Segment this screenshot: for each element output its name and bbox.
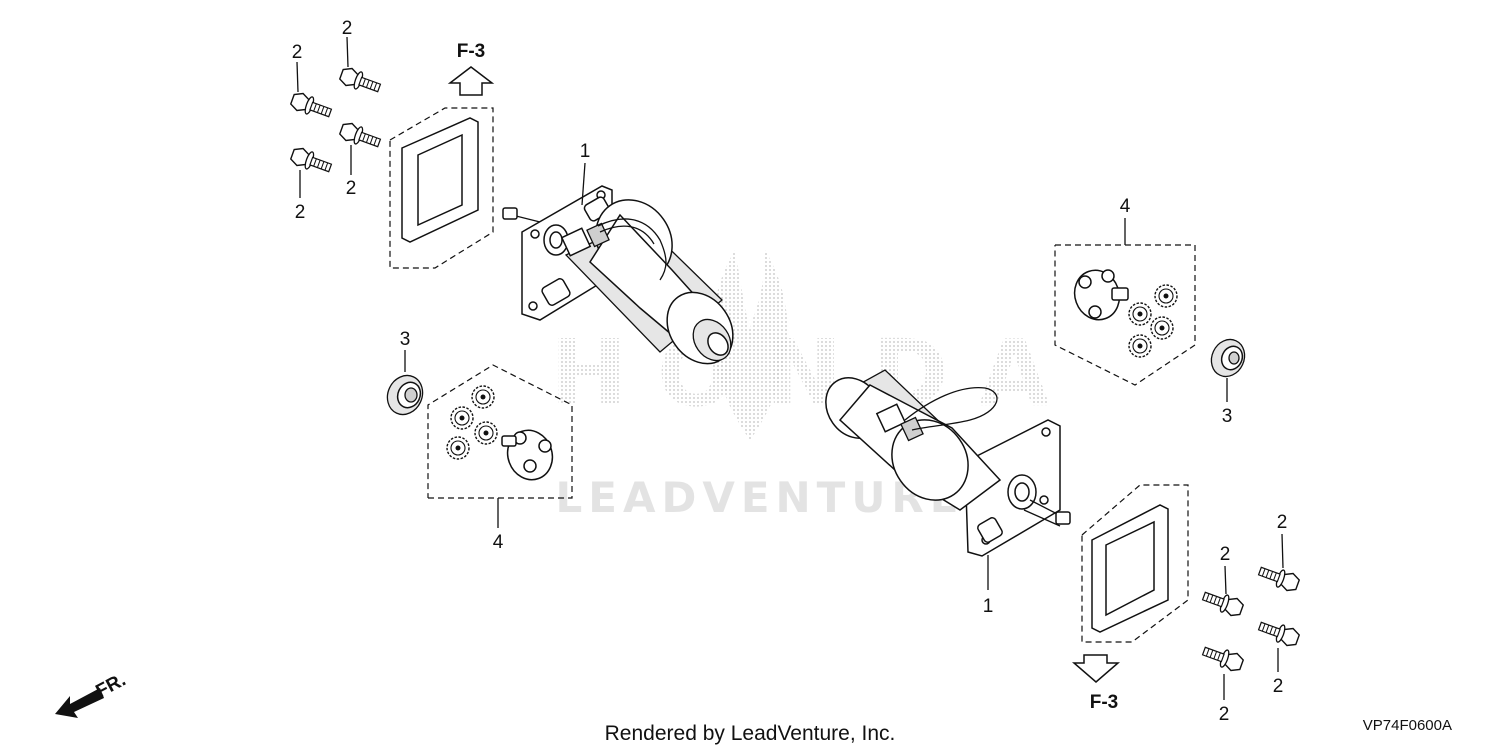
front-direction-indicator: FR. [55, 670, 129, 718]
front-arrow-icon [55, 688, 104, 718]
gear-icon [1128, 302, 1152, 326]
seal-left: 3 [386, 329, 424, 416]
diagram-code: VP74F0600A [1363, 717, 1452, 734]
callout-motor-left: 1 [580, 141, 591, 162]
callout-bolt-b: 2 [342, 18, 353, 39]
down-arrow-icon [1071, 654, 1121, 683]
callout-bolt-h: 2 [1219, 704, 1230, 725]
callout-bolt-c: 2 [295, 202, 306, 223]
bolt-icon [288, 145, 334, 178]
gearset-left: 4 [427, 364, 573, 553]
ref-top-label: F-3 [457, 41, 486, 62]
callout-bolt-f: 2 [1220, 544, 1231, 565]
callout-bolt-e: 2 [1277, 512, 1288, 533]
bolt-icon [337, 120, 383, 153]
ref-arrow-bottom: F-3 [1071, 654, 1121, 713]
gearset-right: 4 [1054, 196, 1196, 386]
gear-icon [1154, 284, 1178, 308]
callout-bolt-a: 2 [292, 42, 303, 63]
ref-bottom-label: F-3 [1090, 692, 1119, 713]
callout-motor-right: 1 [983, 596, 994, 617]
seal-right: 3 [1210, 338, 1246, 427]
gear-icon [446, 436, 470, 460]
callout-bolt-d: 2 [346, 178, 357, 199]
gear-icon [1128, 334, 1152, 358]
up-arrow-icon [447, 66, 495, 96]
gear-icon [450, 406, 474, 430]
gear-icon [1150, 316, 1174, 340]
bolt-icon [288, 90, 334, 123]
watermark-company: LEADVENTURE [556, 473, 965, 522]
ref-arrow-top: F-3 [447, 41, 495, 96]
bolt-icon [1200, 586, 1246, 619]
callout-bolt-g: 2 [1273, 676, 1284, 697]
gear-icon [474, 421, 498, 445]
bolt-icon [1256, 561, 1302, 594]
gasket-left [389, 107, 494, 269]
motor-left: 1 [502, 141, 734, 365]
callout-gearset-left: 4 [493, 532, 504, 553]
honda-wing-logo [712, 250, 788, 440]
callout-seal-right: 3 [1222, 406, 1233, 427]
footer-credit: Rendered by LeadVenture, Inc. [605, 722, 896, 745]
watermark: HONDA LEADVENTURE [550, 250, 1080, 522]
gear-icon [471, 385, 495, 409]
bolts-right: 2 2 2 2 [1200, 512, 1302, 725]
watermark-brand: HONDA [550, 320, 1080, 427]
callout-seal-left: 3 [400, 329, 411, 350]
callout-gearset-right: 4 [1120, 196, 1131, 217]
bolt-icon [1256, 616, 1302, 649]
gasket-right [1081, 484, 1189, 643]
motor-right: 1 [825, 369, 1071, 617]
bolts-left: 2 2 2 2 [288, 18, 383, 223]
bolt-icon [337, 65, 383, 98]
bolt-icon [1200, 641, 1246, 674]
